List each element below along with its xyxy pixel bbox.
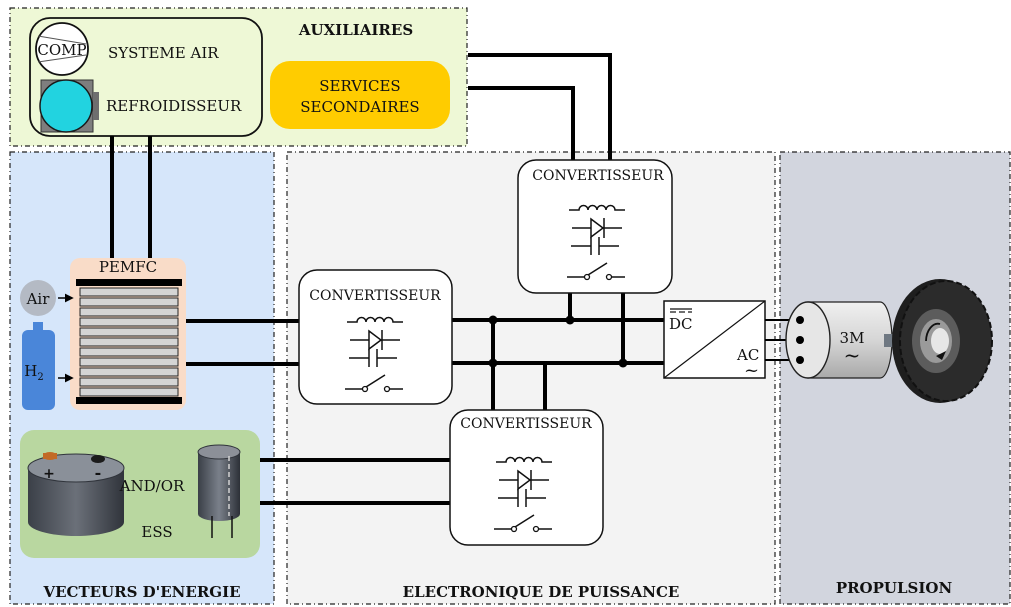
cooler-icon <box>39 79 99 133</box>
inverter-ac-label: AC <box>736 346 759 364</box>
converter-left-symbol <box>345 316 403 393</box>
refroidisseur-label: REFROIDISSEUR <box>106 97 242 115</box>
h2-tank-icon: H2 <box>22 322 74 410</box>
inverter-dc-label: DC <box>669 315 693 333</box>
h2-label: H2 <box>24 362 43 383</box>
power-wires <box>110 53 665 505</box>
motor-label: 3M <box>840 329 865 347</box>
converter-bottom-label: CONVERTISSEUR <box>460 416 592 432</box>
systeme-air-label: SYSTEME AIR <box>108 44 219 62</box>
zone-auxiliaires-title: AUXILIAIRES <box>298 21 413 39</box>
supercapacitor-icon <box>197 444 241 538</box>
converter-top: CONVERTISSEUR <box>517 159 673 294</box>
svg-text:-: - <box>95 463 102 482</box>
motor-tilde: ~ <box>844 343 861 367</box>
air-input: Air <box>20 280 74 316</box>
zone-propulsion-title: PROPULSION <box>836 579 953 597</box>
ess-label: ESS <box>141 523 172 541</box>
pemfc-stack: PEMFC <box>70 258 186 410</box>
services-label-line2: SECONDAIRES <box>300 98 419 116</box>
bus-junctions <box>488 315 628 368</box>
zone-electronique-title: ELECTRONIQUE DE PUISSANCE <box>403 583 680 601</box>
air-label: Air <box>26 290 51 308</box>
inverter-dc-ac: DC AC ~ <box>663 300 766 381</box>
services-secondaires-box: SERVICES SECONDAIRES <box>270 61 450 129</box>
compressor-icon: COMP <box>35 22 89 76</box>
converter-bottom-symbol <box>494 456 552 533</box>
inverter-ac-tilde: ~ <box>744 360 759 381</box>
services-label-line1: SERVICES <box>319 77 400 95</box>
converter-top-label: CONVERTISSEUR <box>532 168 664 184</box>
ess-storage: + - AND/OR ESS <box>20 430 260 558</box>
and-or-label: AND/OR <box>119 477 185 495</box>
wheel-icon <box>884 279 993 403</box>
battery-icon: + - <box>27 452 125 536</box>
converter-bottom: CONVERTISSEUR <box>449 409 604 546</box>
svg-text:+: + <box>43 466 55 482</box>
motor-3m-icon: 3M ~ <box>785 301 893 379</box>
compressor-label: COMP <box>37 41 86 59</box>
converter-left: CONVERTISSEUR <box>298 269 453 405</box>
converter-left-label: CONVERTISSEUR <box>309 288 441 304</box>
pemfc-label: PEMFC <box>99 258 157 276</box>
aux-systems-box <box>29 17 263 137</box>
zone-vecteurs-title: VECTEURS D'ENERGIE <box>42 583 240 601</box>
converter-top-symbol <box>567 204 625 281</box>
